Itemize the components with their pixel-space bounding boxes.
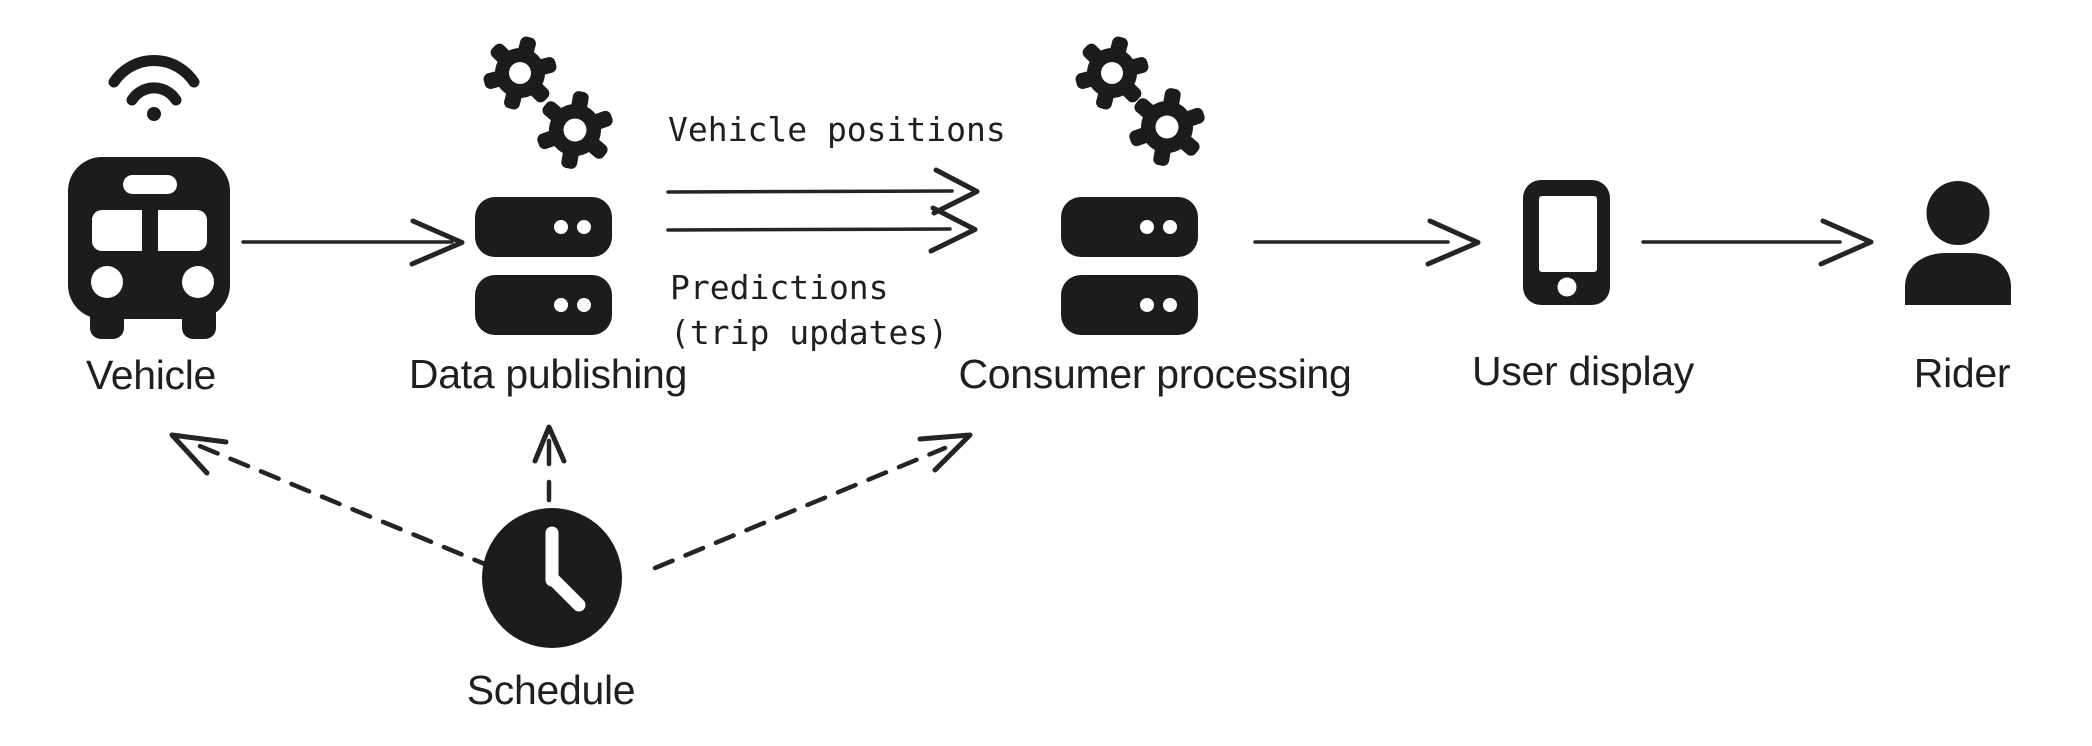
arrowhead-consumer-to-user-display [1425,218,1481,267]
edge-label-predictions-line2: (trip updates) [670,313,949,352]
node-user-display-label: User display [1472,348,1694,394]
person-icon [1905,181,2011,305]
dashed-arrow-schedule-to-vehicle [187,439,495,570]
arrowhead-schedule-to-vehicle [169,432,229,476]
server-stack-icon [475,197,612,335]
dashed-arrow-schedule-to-consumer [652,445,948,571]
arrowhead-user-display-to-rider [1818,218,1874,267]
arrowhead-vehicle-to-data-publishing [409,218,465,267]
clock-icon [482,508,622,648]
arrowhead-schedule-to-consumer [917,432,973,473]
gears-icon [1075,36,1205,166]
server-stack-icon [1061,197,1198,335]
node-vehicle-label: Vehicle [85,352,217,398]
node-consumer-processing-label: Consumer processing [958,351,1352,397]
smartphone-icon [1523,180,1610,305]
arrowhead-schedule-to-data-publishing [532,424,567,464]
arrow-data-publishing-to-consumer-top [666,189,954,194]
wifi-icon [108,55,200,121]
edge-label-vehicle-positions: Vehicle positions [668,110,1006,149]
gears-icon [483,36,613,169]
bus-icon [68,157,230,339]
arrow-data-publishing-to-consumer-bottom [666,227,952,232]
node-data-publishing-label: Data publishing [408,351,688,397]
edge-label-predictions-line1: Predictions [670,268,889,307]
arrowhead-data-publishing-to-consumer-bottom [928,205,978,254]
arrowhead-data-publishing-to-consumer-top [931,167,980,216]
node-schedule-label: Schedule [466,667,636,713]
node-rider-label: Rider [1913,350,2011,396]
